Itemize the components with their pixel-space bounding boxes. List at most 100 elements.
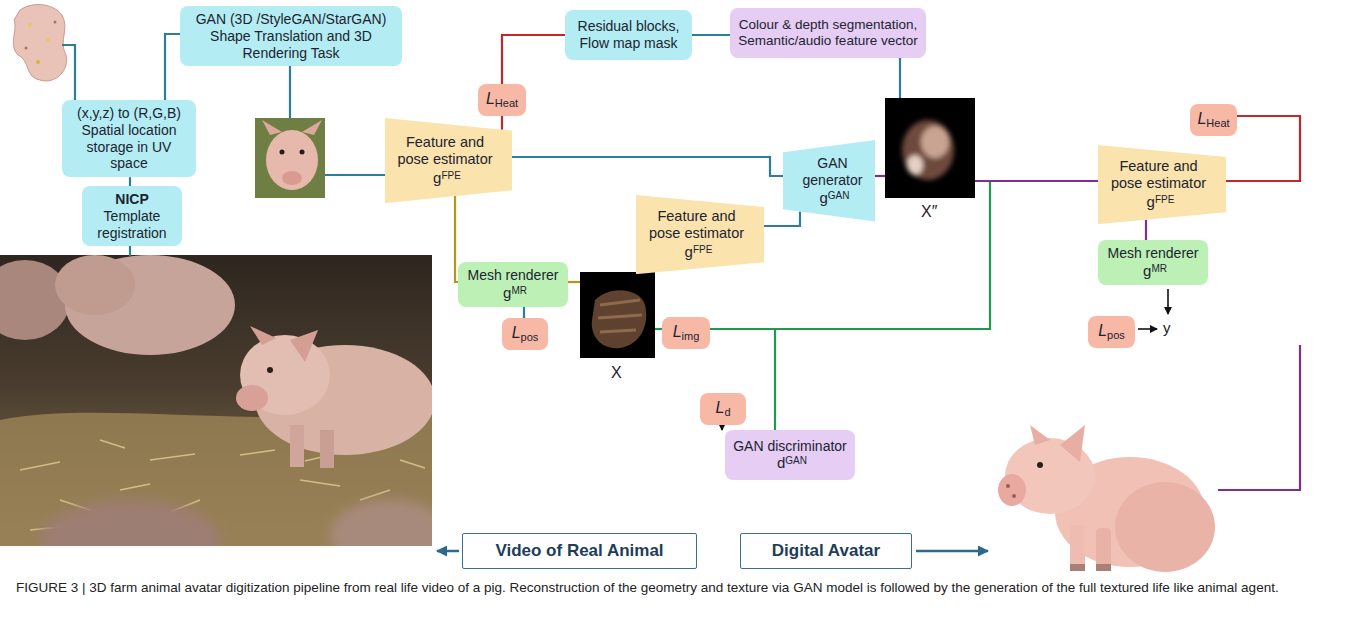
text-group: Feature and pose estimatorgFPE [392,134,498,187]
pig-thumbnail [262,120,282,135]
node-text: Lpos [512,323,539,344]
rendered-image-x [580,272,655,358]
connector [692,34,730,36]
pig-thumbnail [300,150,305,155]
node-text: NICP [89,191,175,208]
node-text: LHeat [486,89,518,110]
node-text: GAN (3D /StyleGAN/StarGAN) Shape Transla… [187,11,395,61]
digital-avatar-pig [1006,484,1010,488]
connector [1145,220,1147,240]
text-group: (x,y,z) to (R,G,B) Spatial location stor… [69,105,189,172]
encoder-trapezoid [385,118,512,203]
encoder-trapezoid: Feature and pose estimatorgFPE [1098,145,1226,224]
real-pig-photo [40,500,220,546]
connector-lines [1167,289,1169,314]
text-group: Ld [707,398,739,420]
rendered-image-x [598,300,642,332]
connector-lines [325,174,386,176]
real-pig-photo [236,385,268,411]
pig-thumbnail [266,130,318,190]
connector [721,425,723,430]
generator-trapezoid: GAN generatorgGAN [783,140,875,222]
digital-avatar-pig [1115,482,1215,572]
node-text: Video of Real Animal [473,541,686,561]
pig-thumbnail [255,118,325,198]
node-text: Digital Avatar [751,541,901,561]
connector-lines [975,180,1099,182]
uv-map-image [36,60,40,64]
real-pig-photo [55,255,135,315]
title-box: Video of Real Animal [462,533,697,569]
node-text: Residual blocks, Flow map mask [572,18,685,52]
uv-map-image [28,23,32,27]
digital-avatar-pig [1030,425,1050,445]
uv-map-image [54,21,57,24]
connector-lines [1138,328,1157,330]
loss-box: LHeat [478,84,526,116]
variable-label: y [1163,319,1171,336]
real-pig-photo [290,330,318,362]
real-pig-photo [250,326,276,345]
connector [523,307,525,318]
title-box: Digital Avatar [740,533,912,569]
real-pig-photo [0,255,432,546]
node-text: gMR [1143,262,1167,280]
node-text: gMR [503,284,527,302]
rendered-image-x [580,272,655,358]
text-group: GAN discriminatordGAN [732,438,848,473]
pig-thumbnail [280,150,285,155]
connector [501,116,503,130]
node-text: Lpos [1098,321,1125,342]
digital-avatar-pig [1037,462,1043,468]
text-group: Feature and pose estimatorgFPE [1105,158,1212,211]
text-group: LHeat [1197,109,1230,131]
connector [764,212,800,226]
text-group: Lpos [1095,321,1128,343]
connector-lines [1218,345,1300,490]
text-group: Lpos [509,323,541,345]
node-text: Feature and pose estimator [649,208,744,241]
encoder-trapezoid: Feature and pose estimatorgFPE [385,118,512,203]
node-text: dGAN [777,454,807,472]
digital-avatar-pig [1060,425,1085,462]
generated-image-x2 [902,120,954,180]
node-text: Ld [715,398,730,419]
node-text: Template registration [89,208,175,242]
node-text: gFPE [1147,193,1175,211]
pig-thumbnail [282,171,302,185]
node-text: Mesh renderer [467,267,558,283]
connector-lines [289,60,291,118]
renderer-box: Mesh renderergMR [458,262,568,307]
generated-image-x2 [907,155,923,175]
node-text: GAN generator [797,155,868,189]
generated-image-x2 [921,126,949,158]
connector-lines [437,550,459,553]
text-group: Limg [669,322,703,344]
node-text: Limg [673,322,700,343]
pig-thumbnail [302,120,322,135]
encoder-trapezoid [1098,145,1226,224]
process-box: GAN (3D /StyleGAN/StarGAN) Shape Transla… [180,6,402,66]
uv-map-image [25,47,28,50]
text-group: Mesh renderergMR [465,267,561,302]
text-group: Colour & depth segmentation, Semantic/au… [737,17,919,49]
variable-label: X″ [921,203,937,221]
connector-lines [62,45,75,100]
loss-box: Lpos [1088,316,1135,348]
digital-avatar-pig [998,474,1026,506]
connector [129,177,131,186]
process-box: (x,y,z) to (R,G,B) Spatial location stor… [62,100,196,177]
real-pig-photo [290,425,304,467]
real-pig-photo [267,367,273,373]
node-text: LHeat [1197,109,1229,130]
connector-lines [62,45,1300,551]
node-text: gGAN [819,189,849,207]
generated-image-x2 [885,98,975,198]
connector [512,157,783,176]
discriminator-box: GAN discriminatordGAN [725,430,855,480]
digital-avatar-pig [1070,564,1085,571]
connector [165,34,180,100]
text-group: NICPTemplate registration [89,191,175,241]
